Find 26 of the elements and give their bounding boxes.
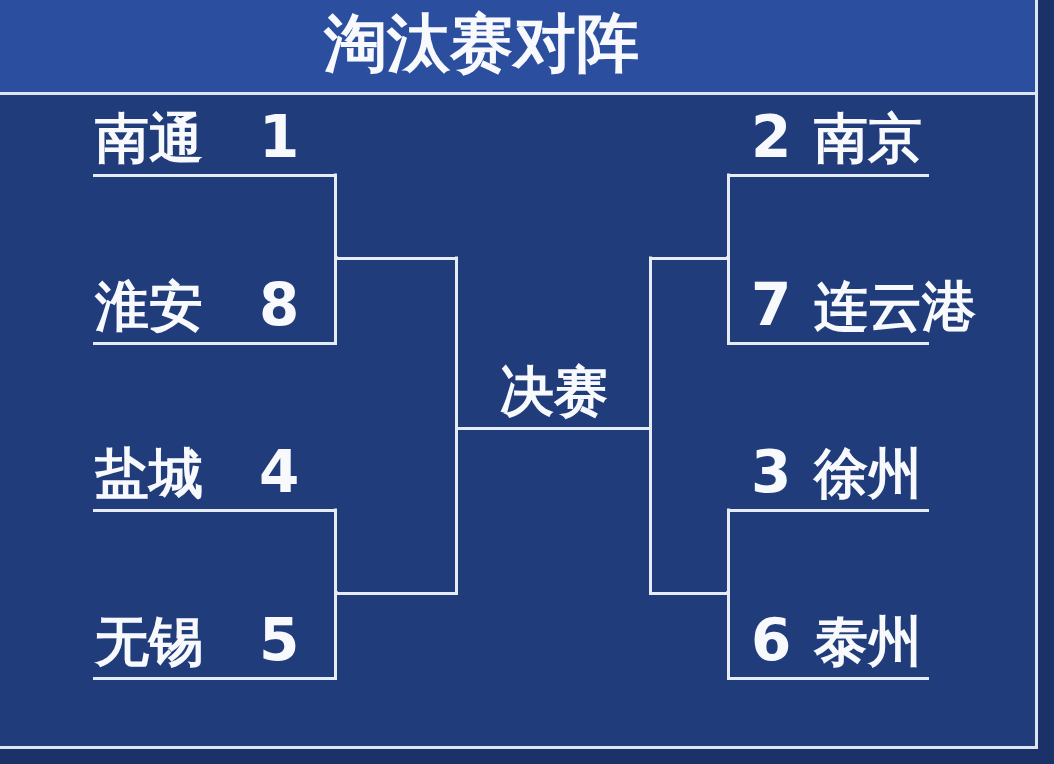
bracket-connector: [334, 591, 338, 680]
seed-number: 4: [259, 442, 300, 501]
bracket-connector: [726, 591, 730, 680]
team-name: 无锡: [95, 614, 203, 669]
team-name: 盐城: [95, 446, 203, 501]
team-name: 南京: [814, 111, 922, 166]
seed-number: 5: [259, 610, 300, 669]
seed-number: 3: [751, 442, 792, 501]
bracket-connector: [334, 256, 338, 345]
title: 淘汰赛对阵: [324, 12, 639, 75]
team-name: 南通: [95, 111, 203, 166]
team-name: 徐州: [814, 446, 922, 501]
seed-number: 2: [751, 107, 792, 166]
bracket-line: [335, 591, 458, 595]
seed-number: 7: [751, 275, 792, 334]
bracket-line: [649, 591, 729, 595]
team-name: 泰州: [814, 614, 922, 669]
seed-number: 6: [751, 610, 792, 669]
team-name: 淮安: [95, 279, 203, 334]
seed-number: 8: [259, 275, 300, 334]
bracket-line: [649, 256, 729, 260]
bracket-line: [335, 256, 458, 260]
final-label: 决赛: [500, 364, 608, 419]
team-name: 连云港: [814, 279, 976, 334]
seed-number: 1: [259, 107, 300, 166]
bracket-connector: [726, 256, 730, 345]
